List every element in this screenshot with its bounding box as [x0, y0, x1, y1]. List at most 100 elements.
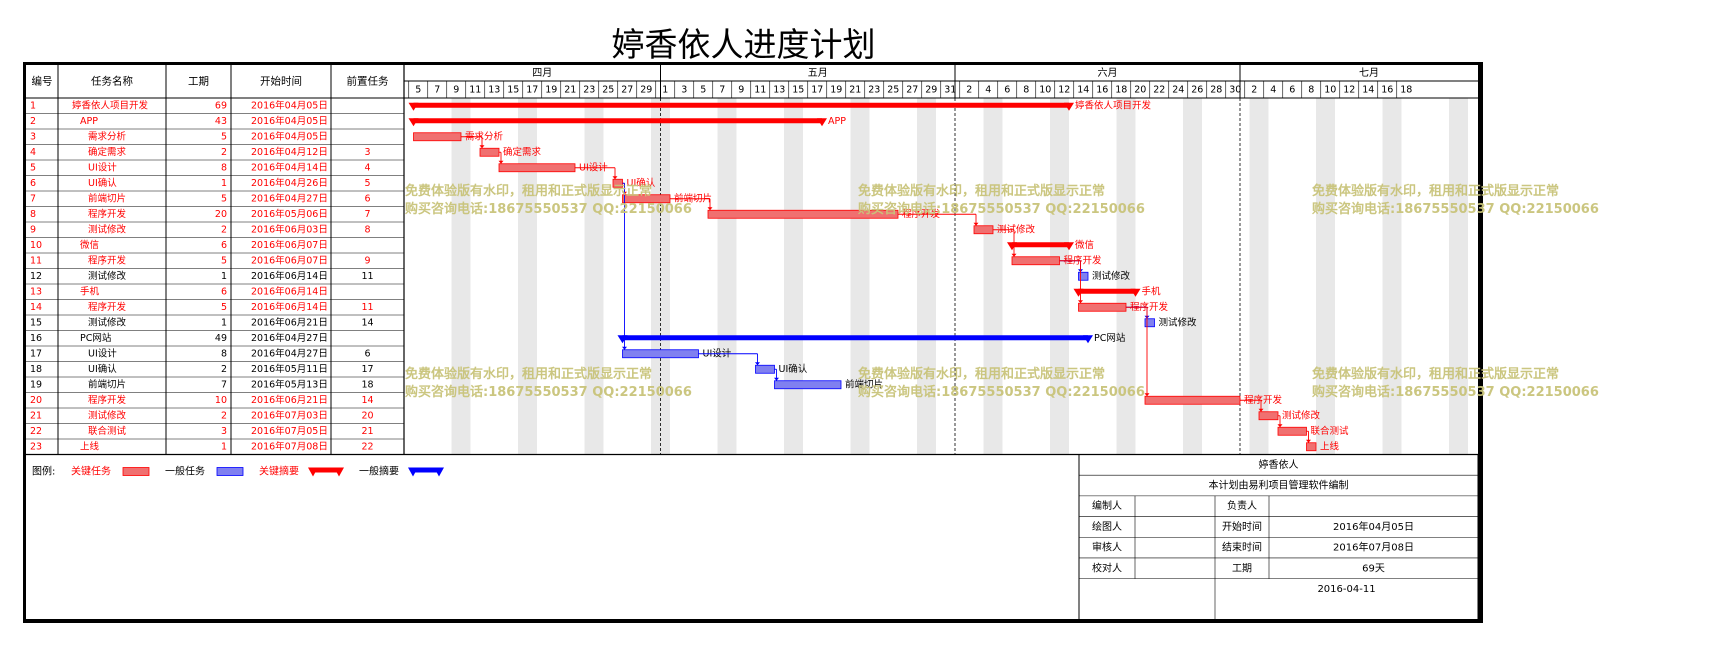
task-id: 6 [30, 178, 36, 189]
day-tick-label: 4 [1270, 85, 1276, 96]
summary-bar [413, 118, 822, 124]
task-name: 程序开发 [88, 254, 127, 266]
weekend-shade [451, 98, 461, 455]
task-id: 17 [30, 348, 42, 359]
dependency-arrow [1144, 393, 1150, 397]
task-start: 2016年04月05日 [251, 130, 328, 142]
task-predecessor: 20 [361, 410, 373, 421]
day-tick-label: 10 [1039, 85, 1051, 96]
day-tick-label: 7 [434, 85, 440, 96]
task-bar [1011, 256, 1060, 266]
legend-task-swatch [216, 467, 244, 476]
task-start: 2016年05月11日 [251, 363, 328, 375]
task-predecessor: 11 [361, 271, 373, 282]
day-tick-label: 13 [773, 85, 785, 96]
day-tick-label: 14 [1077, 85, 1089, 96]
task-bar [498, 163, 576, 173]
task-id: 22 [30, 426, 42, 437]
weekend-shade [594, 98, 604, 455]
month-label: 五月 [808, 67, 828, 79]
day-tick-label: 12 [1058, 85, 1070, 96]
task-duration: 1 [221, 441, 227, 452]
bar-label: 前端切片 [674, 192, 712, 204]
weekend-shade [1259, 98, 1269, 455]
task-name: UI设计 [88, 347, 117, 359]
weekend-shade [1382, 98, 1392, 455]
dependency-arrow [498, 160, 504, 164]
weekend-shade [1316, 98, 1326, 455]
legend-summary-swatch [411, 467, 441, 473]
task-predecessor: 14 [361, 395, 373, 406]
task-bar [1078, 302, 1127, 312]
bar-label: 测试修改 [997, 223, 1036, 235]
task-duration: 20 [215, 209, 227, 220]
bar-label: 程序开发 [1064, 254, 1103, 266]
day-tick-label: 7 [719, 85, 725, 96]
weekend-shade [983, 98, 993, 455]
task-name: 测试修改 [88, 409, 127, 421]
task-predecessor: 9 [364, 255, 370, 266]
weekend-shade [1392, 98, 1402, 455]
day-tick-label: 25 [602, 85, 614, 96]
task-duration: 5 [221, 131, 227, 142]
day-tick-label: 18 [1400, 85, 1412, 96]
task-id: 18 [30, 364, 42, 375]
bar-label: 程序开发 [1130, 301, 1169, 313]
column-header-1: 编号 [32, 75, 53, 88]
task-predecessor: 5 [364, 178, 370, 189]
weekend-shade [793, 98, 803, 455]
task-duration: 1 [221, 271, 227, 282]
day-tick-label: 15 [507, 85, 519, 96]
task-name: 测试修改 [88, 223, 127, 235]
task-id: 14 [30, 302, 42, 313]
task-name: UI确认 [88, 177, 117, 189]
task-start: 2016年04月14日 [251, 161, 328, 173]
task-start: 2016年06月03日 [251, 223, 328, 235]
day-tick-label: 19 [830, 85, 842, 96]
bar-label: 测试修改 [1092, 270, 1131, 282]
weekend-shade [527, 98, 537, 455]
task-id: 13 [30, 286, 42, 297]
weekend-shade [860, 98, 870, 455]
summary-bar [1012, 242, 1069, 248]
watermark-line: 免费体验版有水印，租用和正式版显示正常 [1312, 184, 1560, 199]
legend-summary-swatch [311, 467, 341, 473]
bar-label: 需求分析 [465, 130, 504, 142]
task-predecessor: 22 [361, 441, 373, 452]
weekend-shade [1126, 98, 1136, 455]
task-bar [413, 132, 462, 142]
task-name: 程序开发 [88, 301, 127, 313]
task-bar [755, 364, 775, 374]
watermark-line: 购买咨询电话:18675550537 QQ:22150066 [1312, 202, 1599, 217]
weekend-shade [584, 98, 594, 455]
bar-label: UI设计 [703, 347, 732, 359]
day-tick-label: 8 [1308, 85, 1314, 96]
info-cell: 绘图人 [1092, 520, 1122, 533]
task-start: 2016年06月14日 [251, 270, 328, 282]
day-tick-label: 5 [415, 85, 421, 96]
weekend-shade [1050, 98, 1060, 455]
day-tick-label: 23 [583, 85, 595, 96]
bar-label: APP [828, 116, 846, 127]
task-name: 上线 [80, 440, 100, 452]
task-duration: 10 [215, 395, 227, 406]
column-header-5: 前置任务 [347, 75, 389, 88]
task-bar [1144, 318, 1155, 328]
task-id: 5 [30, 162, 36, 173]
bar-label: 测试修改 [1282, 409, 1321, 421]
summary-bar [1078, 288, 1136, 294]
task-id: 16 [30, 333, 42, 344]
task-id: 23 [30, 441, 42, 452]
watermark-line: 免费体验版有水印，租用和正式版显示正常 [858, 367, 1106, 382]
task-name: 程序开发 [88, 208, 127, 220]
task-name: 程序开发 [88, 394, 127, 406]
task-name: 前端切片 [88, 192, 126, 204]
day-tick-label: 14 [1362, 85, 1374, 96]
day-tick-label: 2 [1251, 85, 1257, 96]
month-label: 七月 [1359, 67, 1379, 79]
watermark-line: 购买咨询电话:18675550537 QQ:22150066 [405, 202, 692, 217]
day-tick-label: 17 [811, 85, 823, 96]
task-predecessor: 8 [364, 224, 370, 235]
summary-start-cap [1007, 242, 1017, 251]
task-duration: 5 [221, 193, 227, 204]
